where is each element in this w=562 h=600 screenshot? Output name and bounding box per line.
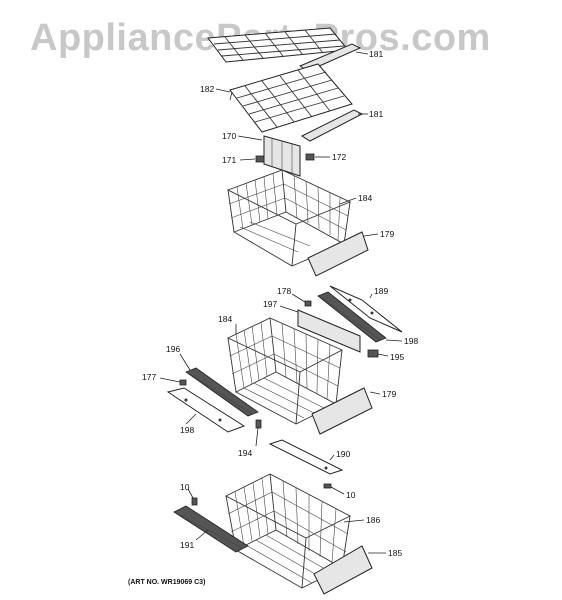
callout-181-second: 181 xyxy=(369,109,383,119)
callout-195: 195 xyxy=(390,352,404,362)
slide-rail-cover-right xyxy=(329,285,403,333)
clip-right xyxy=(305,153,315,161)
wire-basket-middle xyxy=(226,317,344,425)
callout-182: 182 xyxy=(200,84,214,94)
wire-shelf-second xyxy=(229,63,353,133)
basket-front-upper xyxy=(307,231,369,277)
screw-right xyxy=(323,483,332,489)
art-number: (ART NO. WR19069 C3) xyxy=(128,579,205,586)
callout-198-left: 198 xyxy=(180,425,194,435)
callout-196: 196 xyxy=(166,344,180,354)
callout-184-middle: 184 xyxy=(218,314,232,324)
rail-cover-190 xyxy=(268,439,344,475)
callout-190: 190 xyxy=(336,449,350,459)
rail-stop-194 xyxy=(255,419,262,429)
wire-shelf-top xyxy=(207,27,349,63)
callout-171: 171 xyxy=(222,155,236,165)
clip-left xyxy=(255,155,265,163)
slide-rail-right xyxy=(317,291,387,343)
callout-194: 194 xyxy=(238,448,252,458)
basket-front-bottom xyxy=(313,545,373,595)
slide-rail-cover-left xyxy=(166,387,246,433)
divider-panel xyxy=(263,135,301,177)
callout-189: 189 xyxy=(374,286,388,296)
basket-front-middle xyxy=(311,387,373,435)
rail-bracket-right xyxy=(367,349,379,358)
slide-rail-191 xyxy=(173,505,249,553)
rail-panel-mid xyxy=(297,309,361,353)
slide-rail-left xyxy=(185,367,259,417)
callout-185: 185 xyxy=(388,548,402,558)
callout-197: 197 xyxy=(263,299,277,309)
callout-179-upper: 179 xyxy=(380,229,394,239)
callout-177: 177 xyxy=(142,372,156,382)
callout-10-right: 10 xyxy=(346,490,356,500)
callout-170: 170 xyxy=(222,131,236,141)
callout-172: 172 xyxy=(332,152,346,162)
screw-left xyxy=(191,497,198,506)
callout-186: 186 xyxy=(366,515,380,525)
callout-178: 178 xyxy=(277,286,291,296)
rail-clip-178 xyxy=(304,300,312,307)
rail-clip-177 xyxy=(179,379,187,386)
callout-10-left: 10 xyxy=(180,482,190,492)
callout-181-top: 181 xyxy=(369,49,383,59)
callout-184-upper: 184 xyxy=(358,193,372,203)
callout-198-right: 198 xyxy=(404,336,418,346)
callout-179-middle: 179 xyxy=(382,389,396,399)
callout-191: 191 xyxy=(180,540,194,550)
